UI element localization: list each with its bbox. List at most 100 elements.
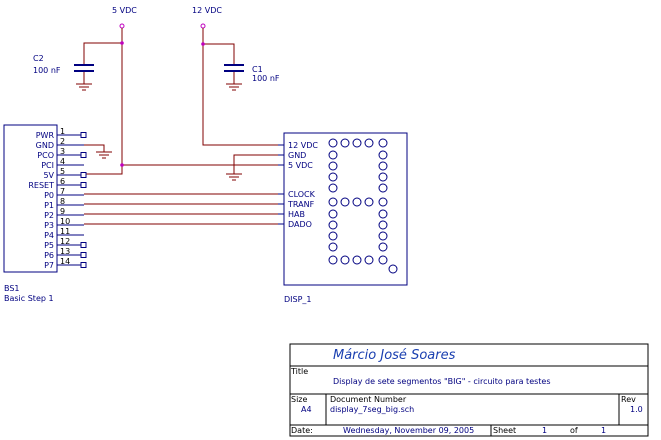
docnum-value: display_7seg_big.sch: [330, 405, 414, 414]
bs-pin-terminal: [80, 252, 87, 258]
bs-pin-number: 6: [60, 177, 65, 186]
segment-dot: [328, 242, 338, 252]
document-title: Display de sete segmentos "BIG" - circui…: [333, 377, 551, 386]
bs-pin-label: PCO: [37, 151, 54, 160]
bs-pin-number: 12: [60, 237, 70, 246]
bs-pin-terminal: [80, 262, 87, 268]
docnum-label: Document Number: [330, 395, 407, 404]
bs-pin-number: 7: [60, 187, 65, 196]
c1-ref: C1: [252, 65, 263, 74]
c1-value: 100 nF: [252, 74, 280, 83]
bs-pin-label: GND: [36, 141, 54, 150]
junction-12v-c1: [201, 42, 205, 46]
bs-pin-label: P5: [44, 241, 54, 250]
bs-pin-number: 9: [60, 207, 65, 216]
capacitor-c2: C2 100 nF: [33, 54, 94, 75]
bs-pin-number: 1: [60, 127, 65, 136]
bs-pin-label: 5V: [43, 171, 54, 180]
segment-dot: [328, 161, 338, 171]
sheet-number: 1: [542, 426, 547, 435]
segment-dot: [352, 138, 362, 148]
segment-dot: [378, 161, 388, 171]
segment-dot: [340, 138, 350, 148]
bs-pin-terminal: [80, 242, 87, 248]
segment-dot: [364, 255, 374, 265]
disp-pin-label: 5 VDC: [288, 161, 313, 170]
segment-dot: [328, 255, 338, 265]
power-5vdc-terminal: [119, 23, 125, 29]
display-ref: DISP_1: [284, 295, 312, 304]
c2-value: 100 nF: [33, 66, 61, 75]
bs-pin-number: 5: [60, 167, 65, 176]
wire-c2-top: [83, 42, 122, 64]
disp-pin-label: 12 VDC: [288, 141, 318, 150]
segment-dot: [364, 138, 374, 148]
segment-dot: [378, 197, 388, 207]
basic-step-body: [3, 124, 58, 273]
segment-dot: [328, 231, 338, 241]
bs-pin-label: P4: [44, 231, 54, 240]
wires: [83, 28, 278, 225]
bs-pin-terminal: [80, 172, 87, 178]
segment-dot: [340, 197, 350, 207]
wire-12v-rail: [202, 28, 278, 146]
segment-dot: [388, 264, 398, 274]
bs-pin-label: RESET: [28, 181, 54, 190]
bs-pin-number: 2: [60, 137, 65, 146]
segment-dot: [328, 150, 338, 160]
segment-dot: [378, 231, 388, 241]
wire-gnd-bs: [84, 144, 105, 152]
bs-pin-label: P6: [44, 251, 54, 260]
bs-pin-label: P2: [44, 211, 54, 220]
title-block-text: Márcio José Soares Title Display de sete…: [290, 348, 643, 435]
junction-5v-c2: [120, 41, 124, 45]
segment-dot: [340, 255, 350, 265]
segment-dot: [378, 220, 388, 230]
junctions: [120, 41, 205, 167]
sheet-total: 1: [601, 426, 606, 435]
segment-dot: [328, 172, 338, 182]
author-name: Márcio José Soares: [333, 348, 456, 363]
title-block-frame: [289, 343, 649, 437]
wire-c1-top: [203, 43, 235, 64]
bs-pin-terminal: [80, 132, 87, 138]
bs-pin-number: 8: [60, 197, 65, 206]
segment-dot: [328, 183, 338, 193]
segment-dot: [352, 197, 362, 207]
basic-step-ref: BS1: [4, 284, 20, 293]
bs-pin-label: P1: [44, 201, 54, 210]
bs-pin-number: 10: [60, 217, 70, 226]
size-value: A4: [301, 405, 312, 414]
segment-dot: [378, 255, 388, 265]
power-12vdc-terminal: [200, 23, 206, 29]
wire-gnd-disp: [233, 154, 278, 174]
bs-pin-label: P7: [44, 261, 54, 270]
power-12vdc: 12 VDC: [192, 6, 222, 29]
ground-basic-step: [96, 151, 112, 159]
bs-pin-number: 14: [60, 257, 70, 266]
bs-pin-terminal: [80, 152, 87, 158]
bs-pin-number: 13: [60, 247, 70, 256]
disp-pin-label: DADO: [288, 220, 312, 229]
date-label: Date:: [291, 426, 313, 435]
segment-dot: [364, 197, 374, 207]
sheet-label: Sheet: [493, 426, 516, 435]
segment-dot: [378, 183, 388, 193]
bs-pin-terminal: [80, 182, 87, 188]
bs-pin-label: PCI: [41, 161, 54, 170]
ground-c2: [76, 83, 92, 91]
disp-pin-label: GND: [288, 151, 306, 160]
disp-pin-label: TRANF: [287, 200, 315, 209]
power-12vdc-label: 12 VDC: [192, 6, 222, 15]
junction-5v-disp: [120, 163, 124, 167]
ground-display: [226, 173, 242, 181]
ground-c1: [226, 83, 242, 91]
size-label: Size: [291, 395, 308, 404]
power-5vdc: 5 VDC: [112, 6, 137, 29]
c2-ref: C2: [33, 54, 44, 63]
